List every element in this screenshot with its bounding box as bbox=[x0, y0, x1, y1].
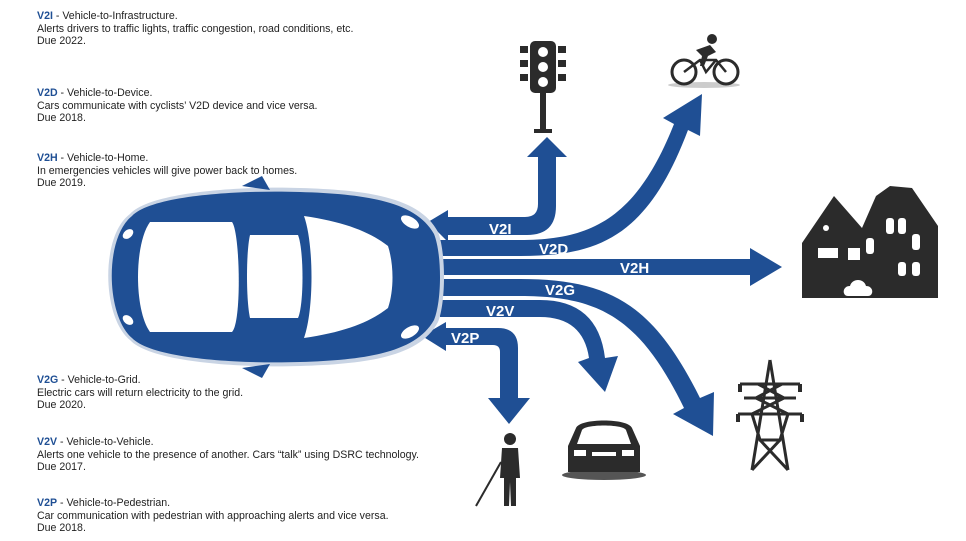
arrow-v2p bbox=[422, 322, 530, 424]
description-v2v: V2V - Vehicle-to-Vehicle. Alerts one veh… bbox=[37, 436, 507, 474]
arrow-label-v2i: V2I bbox=[489, 221, 512, 238]
description-title: - Vehicle-to-Infrastructure. bbox=[52, 10, 178, 22]
power-pylon-icon bbox=[736, 359, 804, 472]
description-text: Alerts one vehicle to the presence of an… bbox=[37, 448, 419, 461]
arrow-v2v bbox=[440, 300, 618, 392]
description-text: Electric cars will return electricity to… bbox=[37, 386, 244, 399]
car-front-icon bbox=[562, 420, 646, 480]
cyclist-icon bbox=[668, 34, 740, 88]
description-due: Due 2020. bbox=[37, 399, 86, 412]
arrow-v2i bbox=[428, 137, 567, 242]
description-title: - Vehicle-to-Home. bbox=[57, 152, 149, 164]
arrow-label-v2d: V2D bbox=[539, 241, 568, 258]
description-due: Due 2019. bbox=[37, 177, 86, 190]
description-v2p: V2P - Vehicle-to-Pedestrian. Car communi… bbox=[37, 497, 507, 535]
description-v2h: V2H - Vehicle-to-Home. In emergencies ve… bbox=[37, 152, 507, 190]
pedestrian-icon bbox=[475, 433, 520, 507]
description-text: Alerts drivers to traffic lights, traffi… bbox=[37, 22, 354, 35]
description-title: - Vehicle-to-Grid. bbox=[58, 374, 141, 386]
arrow-label-v2v: V2V bbox=[486, 303, 514, 320]
description-title: - Vehicle-to-Vehicle. bbox=[57, 436, 154, 448]
description-text: In emergencies vehicles will give power … bbox=[37, 164, 298, 177]
arrow-label-v2p: V2P bbox=[451, 330, 479, 347]
arrow-v2d bbox=[440, 94, 702, 256]
description-code: V2D bbox=[37, 87, 58, 99]
description-due: Due 2022. bbox=[37, 35, 86, 48]
description-due: Due 2018. bbox=[37, 112, 86, 125]
arrow-v2g bbox=[440, 279, 714, 436]
traffic-light-icon bbox=[520, 41, 566, 133]
arrow-v2h bbox=[440, 248, 782, 286]
description-title: - Vehicle-to-Pedestrian. bbox=[57, 497, 171, 509]
description-code: V2G bbox=[37, 374, 59, 386]
description-code: V2V bbox=[37, 436, 58, 448]
house-icon bbox=[802, 186, 938, 298]
description-text: Cars communicate with cyclists’ V2D devi… bbox=[37, 99, 318, 112]
arrow-label-v2h: V2H bbox=[620, 260, 649, 277]
description-v2d: V2D - Vehicle-to-Device. Cars communicat… bbox=[37, 87, 507, 125]
arrow-label-v2g: V2G bbox=[545, 282, 575, 299]
description-code: V2H bbox=[37, 152, 58, 164]
description-v2i: V2I - Vehicle-to-Infrastructure. Alerts … bbox=[37, 10, 507, 48]
description-title: - Vehicle-to-Device. bbox=[57, 87, 153, 99]
description-due: Due 2017. bbox=[37, 461, 86, 474]
car-top-view-icon bbox=[108, 176, 445, 378]
description-v2g: V2G - Vehicle-to-Grid. Electric cars wil… bbox=[37, 374, 507, 412]
description-due: Due 2018. bbox=[37, 522, 86, 535]
description-code: V2P bbox=[37, 497, 58, 509]
description-code: V2I bbox=[37, 10, 53, 22]
description-text: Car communication with pedestrian with a… bbox=[37, 509, 389, 522]
